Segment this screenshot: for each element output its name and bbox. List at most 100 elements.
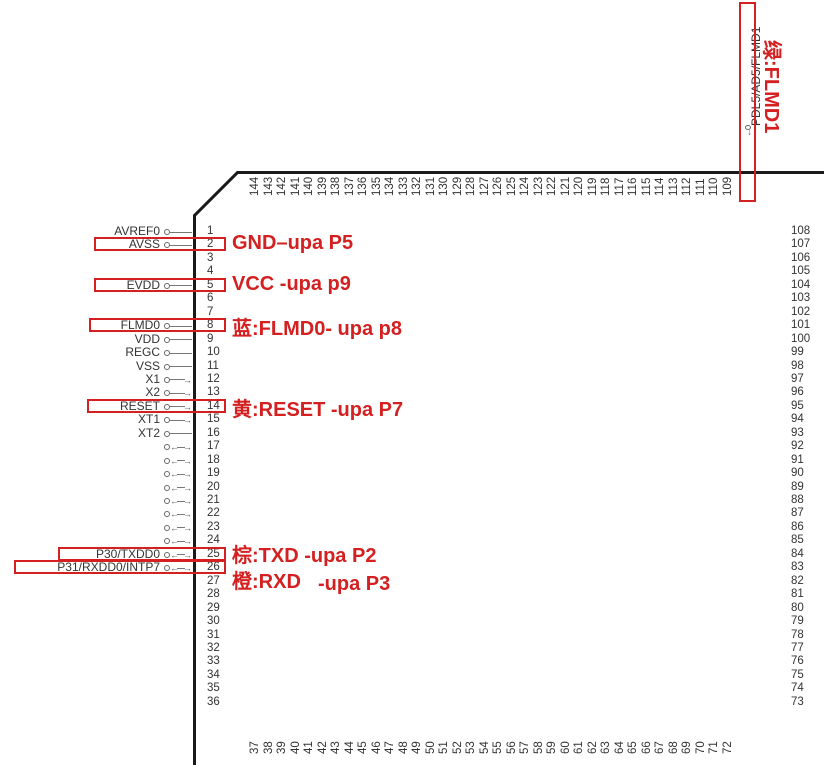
pin-number-top: 137 xyxy=(343,176,356,196)
pin-circle xyxy=(164,444,170,451)
lead-line xyxy=(170,366,192,367)
arrow-left-icon: ← xyxy=(170,509,179,520)
pin-number-top: 119 xyxy=(586,177,599,196)
pin-number-left: 23 xyxy=(207,520,220,533)
arrow-right-icon: → xyxy=(183,509,192,520)
pin-number-right: 106 xyxy=(791,251,811,264)
pin-number-left: 4 xyxy=(207,265,214,278)
lead-line xyxy=(177,527,185,529)
annotation-flmd1: 绿:FLMD1 xyxy=(760,40,782,134)
pin-lead-1 xyxy=(164,227,192,237)
pin-number-left: 30 xyxy=(207,615,220,628)
pin-number-top: 123 xyxy=(532,176,545,196)
pin-number-top: 131 xyxy=(424,176,437,196)
lead-line xyxy=(177,500,185,502)
pin-number-top: 117 xyxy=(613,177,626,196)
pin-number-bottom: 69 xyxy=(681,741,693,754)
pin-number-right: 81 xyxy=(791,588,804,601)
pin-number-top: 111 xyxy=(694,178,707,196)
pin-number-right: 108 xyxy=(791,225,811,237)
annotation-vcc: VCC -upa p9 xyxy=(232,273,351,295)
pin-number-bottom: 45 xyxy=(357,741,369,754)
pin-number-left: 35 xyxy=(207,682,220,695)
pin-number-bottom: 59 xyxy=(546,741,558,754)
pin-number-left: 36 xyxy=(207,695,220,708)
lead-line xyxy=(177,554,185,556)
arrow-right-icon: → xyxy=(183,442,192,453)
arrow-left-icon: ← xyxy=(170,549,179,560)
lead-line xyxy=(170,339,192,341)
annotation-flmd0: 蓝:FLMD0- upa p8 xyxy=(232,318,402,340)
pin-circle xyxy=(164,484,170,491)
lead-line xyxy=(177,460,185,462)
pin-lead-24: ←→ xyxy=(164,536,192,546)
signal-name-pin-26: P31/RXDD0/INTP7 xyxy=(57,560,160,575)
pin-number-left: 34 xyxy=(207,668,220,681)
pin-number-left: 33 xyxy=(207,655,220,668)
pin-number-left: 10 xyxy=(207,346,220,359)
pin-number-bottom: 53 xyxy=(465,741,477,754)
signal-name-pin-11: VSS xyxy=(135,358,160,373)
pin-circle xyxy=(164,229,170,235)
pin-number-left: 32 xyxy=(207,641,220,654)
pin-number-bottom: 48 xyxy=(397,741,410,754)
pin-number-right: 96 xyxy=(791,386,804,399)
pin-lead-22: ←→ xyxy=(164,509,192,519)
pin-circle xyxy=(164,282,170,289)
arrow-right-icon: → xyxy=(183,482,192,493)
lead-line xyxy=(170,285,192,287)
pin-number-left: 28 xyxy=(207,588,220,601)
pin-number-right: 99 xyxy=(791,346,804,359)
pin-number-left: 21 xyxy=(207,494,220,506)
pin-number-bottom: 66 xyxy=(640,741,653,754)
pin-lead-14: → xyxy=(164,402,192,412)
signal-name-pin-15: XT1 xyxy=(137,412,160,427)
arrow-right-icon: → xyxy=(183,522,192,533)
pin-lead-20: ←→ xyxy=(164,483,192,493)
pin-lead-25: ←→ xyxy=(164,550,192,560)
annotation-rxd: 橙:RXD xyxy=(232,571,301,593)
arrow-left-icon: ← xyxy=(170,482,179,493)
pin-number-right: 94 xyxy=(791,413,804,426)
pin-number-bottom: 70 xyxy=(694,741,707,754)
pin-circle xyxy=(164,323,170,330)
annotation-txd: 棕:TXD -upa P2 xyxy=(232,545,377,567)
pin-circle xyxy=(164,417,170,424)
arrow-left-icon: ← xyxy=(170,496,179,506)
arrow-right-icon: → xyxy=(183,469,192,480)
signal-name-pin-1: AVREF0 xyxy=(114,224,160,238)
pin-number-bottom: 38 xyxy=(262,741,275,754)
pin-number-top: 126 xyxy=(492,176,504,196)
pin-number-top: 128 xyxy=(465,176,477,196)
pin-number-bottom: 68 xyxy=(667,741,680,754)
highlight-box-pin-2 xyxy=(94,237,226,252)
pin-number-top: 124 xyxy=(519,176,531,196)
pin-number-top: 143 xyxy=(262,176,275,196)
pin-number-bottom: 44 xyxy=(343,741,356,754)
arrow-right-icon: → xyxy=(183,536,192,547)
pin-number-left: 17 xyxy=(207,440,220,453)
pin-number-right: 75 xyxy=(791,668,804,681)
pin-number-bottom: 58 xyxy=(532,741,545,754)
signal-name-pin-9: VDD xyxy=(134,331,160,346)
pin-number-top: 132 xyxy=(411,176,423,196)
pin-number-bottom: 42 xyxy=(316,741,329,754)
pin-number-right: 89 xyxy=(791,480,804,493)
pin-number-left: 18 xyxy=(207,453,220,466)
pin-number-left: 29 xyxy=(207,601,220,614)
pin-number-left: 6 xyxy=(207,292,214,305)
arrow-left-icon: ← xyxy=(170,469,179,480)
pin-number-left: 9 xyxy=(207,332,214,345)
pin-number-bottom: 56 xyxy=(505,741,518,754)
signal-name-pin-2: AVSS xyxy=(128,237,160,252)
pin-number-left: 19 xyxy=(207,467,220,480)
highlight-box-pin-110 xyxy=(739,2,756,202)
highlight-box-pin-8 xyxy=(89,318,226,333)
pin-number-bottom: 40 xyxy=(289,741,302,754)
pin-circle xyxy=(164,457,170,464)
pin-number-bottom: 67 xyxy=(654,741,666,754)
pin-number-right: 88 xyxy=(791,494,804,506)
pin-circle xyxy=(164,430,170,437)
pin-number-top: 118 xyxy=(600,177,612,196)
pin-lead-13: → xyxy=(164,388,192,398)
